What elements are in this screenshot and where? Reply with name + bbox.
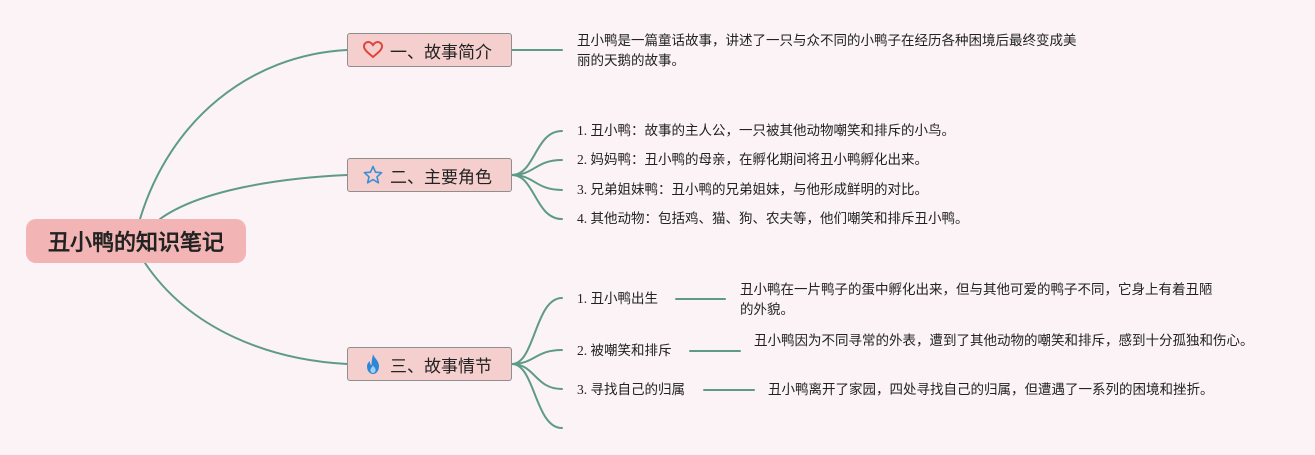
star-icon bbox=[362, 164, 384, 186]
list-item: 2. 妈妈鸭：丑小鸭的母亲，在孵化期间将丑小鸭孵化出来。 bbox=[577, 152, 928, 167]
connector-b2-item4 bbox=[511, 174, 563, 220]
list-item: 3. 兄弟姐妹鸭：丑小鸭的兄弟姐妹，与他形成鲜明的对比。 bbox=[577, 182, 928, 197]
branch-label: 二、主要角色 bbox=[390, 167, 492, 188]
connector-b3-item4 bbox=[511, 363, 563, 429]
flame-icon bbox=[362, 353, 384, 375]
branch-story-plot[interactable]: 三、故事情节 bbox=[347, 347, 512, 381]
plot-item-title: 3. 寻找自己的归属 bbox=[577, 382, 685, 397]
heart-icon bbox=[362, 39, 384, 61]
connector-b2-item1 bbox=[511, 130, 563, 176]
plot-item-title: 2. 被嘲笑和排斥 bbox=[577, 343, 672, 358]
connector-root-b1 bbox=[139, 49, 348, 220]
list-item: 1. 丑小鸭：故事的主人公，一只被其他动物嘲笑和排斥的小鸟。 bbox=[577, 123, 955, 138]
plot-item-title: 1. 丑小鸭出生 bbox=[577, 291, 658, 306]
branch-story-intro[interactable]: 一、故事简介 bbox=[347, 33, 512, 67]
root-title: 丑小鸭的知识笔记 bbox=[47, 231, 224, 256]
branch-label: 一、故事简介 bbox=[390, 42, 492, 63]
plot-item-detail: 丑小鸭离开了家园，四处寻找自己的归属，但遭遇了一系列的困境和挫折。 bbox=[768, 382, 1214, 397]
connector-root-b2 bbox=[159, 174, 348, 220]
branch-main-characters[interactable]: 二、主要角色 bbox=[347, 158, 512, 192]
root-topic[interactable]: 丑小鸭的知识笔记 bbox=[26, 219, 246, 263]
story-intro-text: 丑小鸭是一篇童话故事，讲述了一只与众不同的小鸭子在经历各种困境后最终变成美丽的天… bbox=[577, 33, 1077, 68]
connector-root-b3 bbox=[144, 262, 348, 365]
plot-item-detail: 丑小鸭在一片鸭子的蛋中孵化出来，但与其他可爱的鸭子不同，它身上有着丑陋的外貌。 bbox=[740, 282, 1213, 317]
plot-item-detail: 丑小鸭因为不同寻常的外表，遭到了其他动物的嘲笑和排斥，感到十分孤独和伤心。 bbox=[754, 333, 1254, 348]
connector-b3-item1 bbox=[511, 297, 563, 365]
list-item: 4. 其他动物：包括鸡、猫、狗、农夫等，他们嘲笑和排斥丑小鸭。 bbox=[577, 211, 969, 226]
branch-label: 三、故事情节 bbox=[390, 356, 492, 377]
